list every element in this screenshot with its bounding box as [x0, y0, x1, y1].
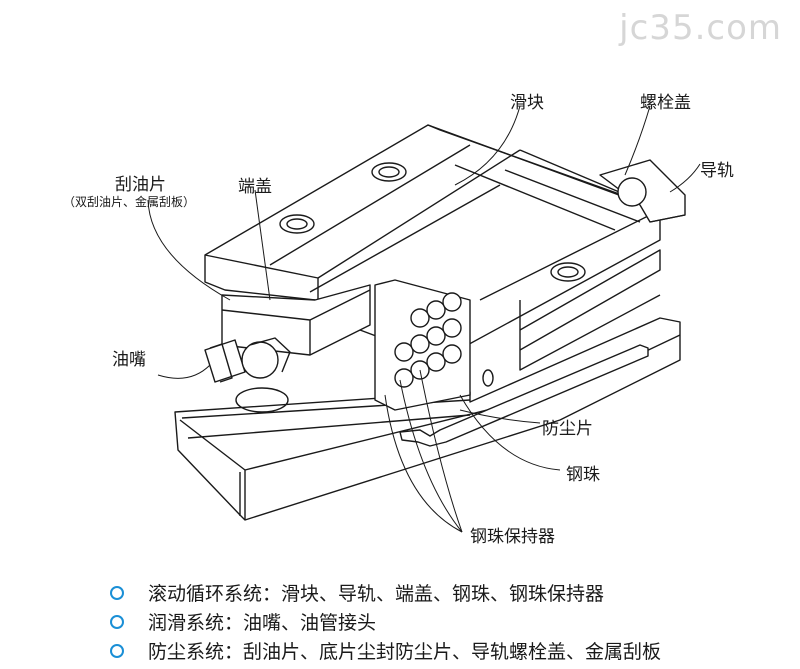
- label-bolt-cap: 螺栓盖: [640, 93, 691, 113]
- rail: [174, 317, 681, 521]
- system-legend: 滚动循环系统：滑块、导轨、端盖、钢珠、钢珠保持器 润滑系统：油嘴、油管接头 防尘…: [110, 578, 661, 665]
- end-cap: [221, 284, 371, 356]
- legend-item-rolling: 滚动循环系统：滑块、导轨、端盖、钢珠、钢珠保持器: [110, 578, 661, 607]
- label-steel-ball: 钢珠: [566, 465, 600, 485]
- rail-end: [599, 159, 686, 223]
- legend-item-lubrication: 润滑系统：油嘴、油管接头: [110, 607, 661, 636]
- dust-seal: [399, 344, 649, 447]
- ball-cutaway: [374, 279, 494, 411]
- legend-text: 润滑系统：油嘴、油管接头: [148, 612, 377, 634]
- label-scraper: 刮油片: [115, 175, 166, 195]
- label-oil-nozzle: 油嘴: [112, 350, 146, 370]
- bullet-icon: [110, 614, 124, 629]
- legend-text: 滚动循环系统：滑块、导轨、端盖、钢珠、钢珠保持器: [148, 583, 605, 605]
- label-dust-seal: 防尘片: [542, 419, 593, 439]
- bullet-icon: [110, 585, 124, 600]
- label-rail: 导轨: [700, 161, 734, 181]
- label-ball-retainer: 钢珠保持器: [470, 527, 555, 547]
- watermark: jc35.com: [619, 8, 782, 48]
- oil-nozzle: [204, 337, 291, 413]
- bullet-icon: [110, 643, 124, 658]
- legend-text: 防尘系统：刮油片、底片尘封防尘片、导轨螺栓盖、金属刮板: [148, 641, 662, 663]
- leader-lines: [147, 105, 701, 533]
- label-end-cap: 端盖: [238, 177, 272, 197]
- label-scraper-note: （双刮油片、金属刮板）: [63, 195, 196, 209]
- label-slider: 滑块: [510, 93, 544, 113]
- bolt-holes: [279, 162, 586, 282]
- legend-item-dustproof: 防尘系统：刮油片、底片尘封防尘片、导轨螺栓盖、金属刮板: [110, 636, 661, 665]
